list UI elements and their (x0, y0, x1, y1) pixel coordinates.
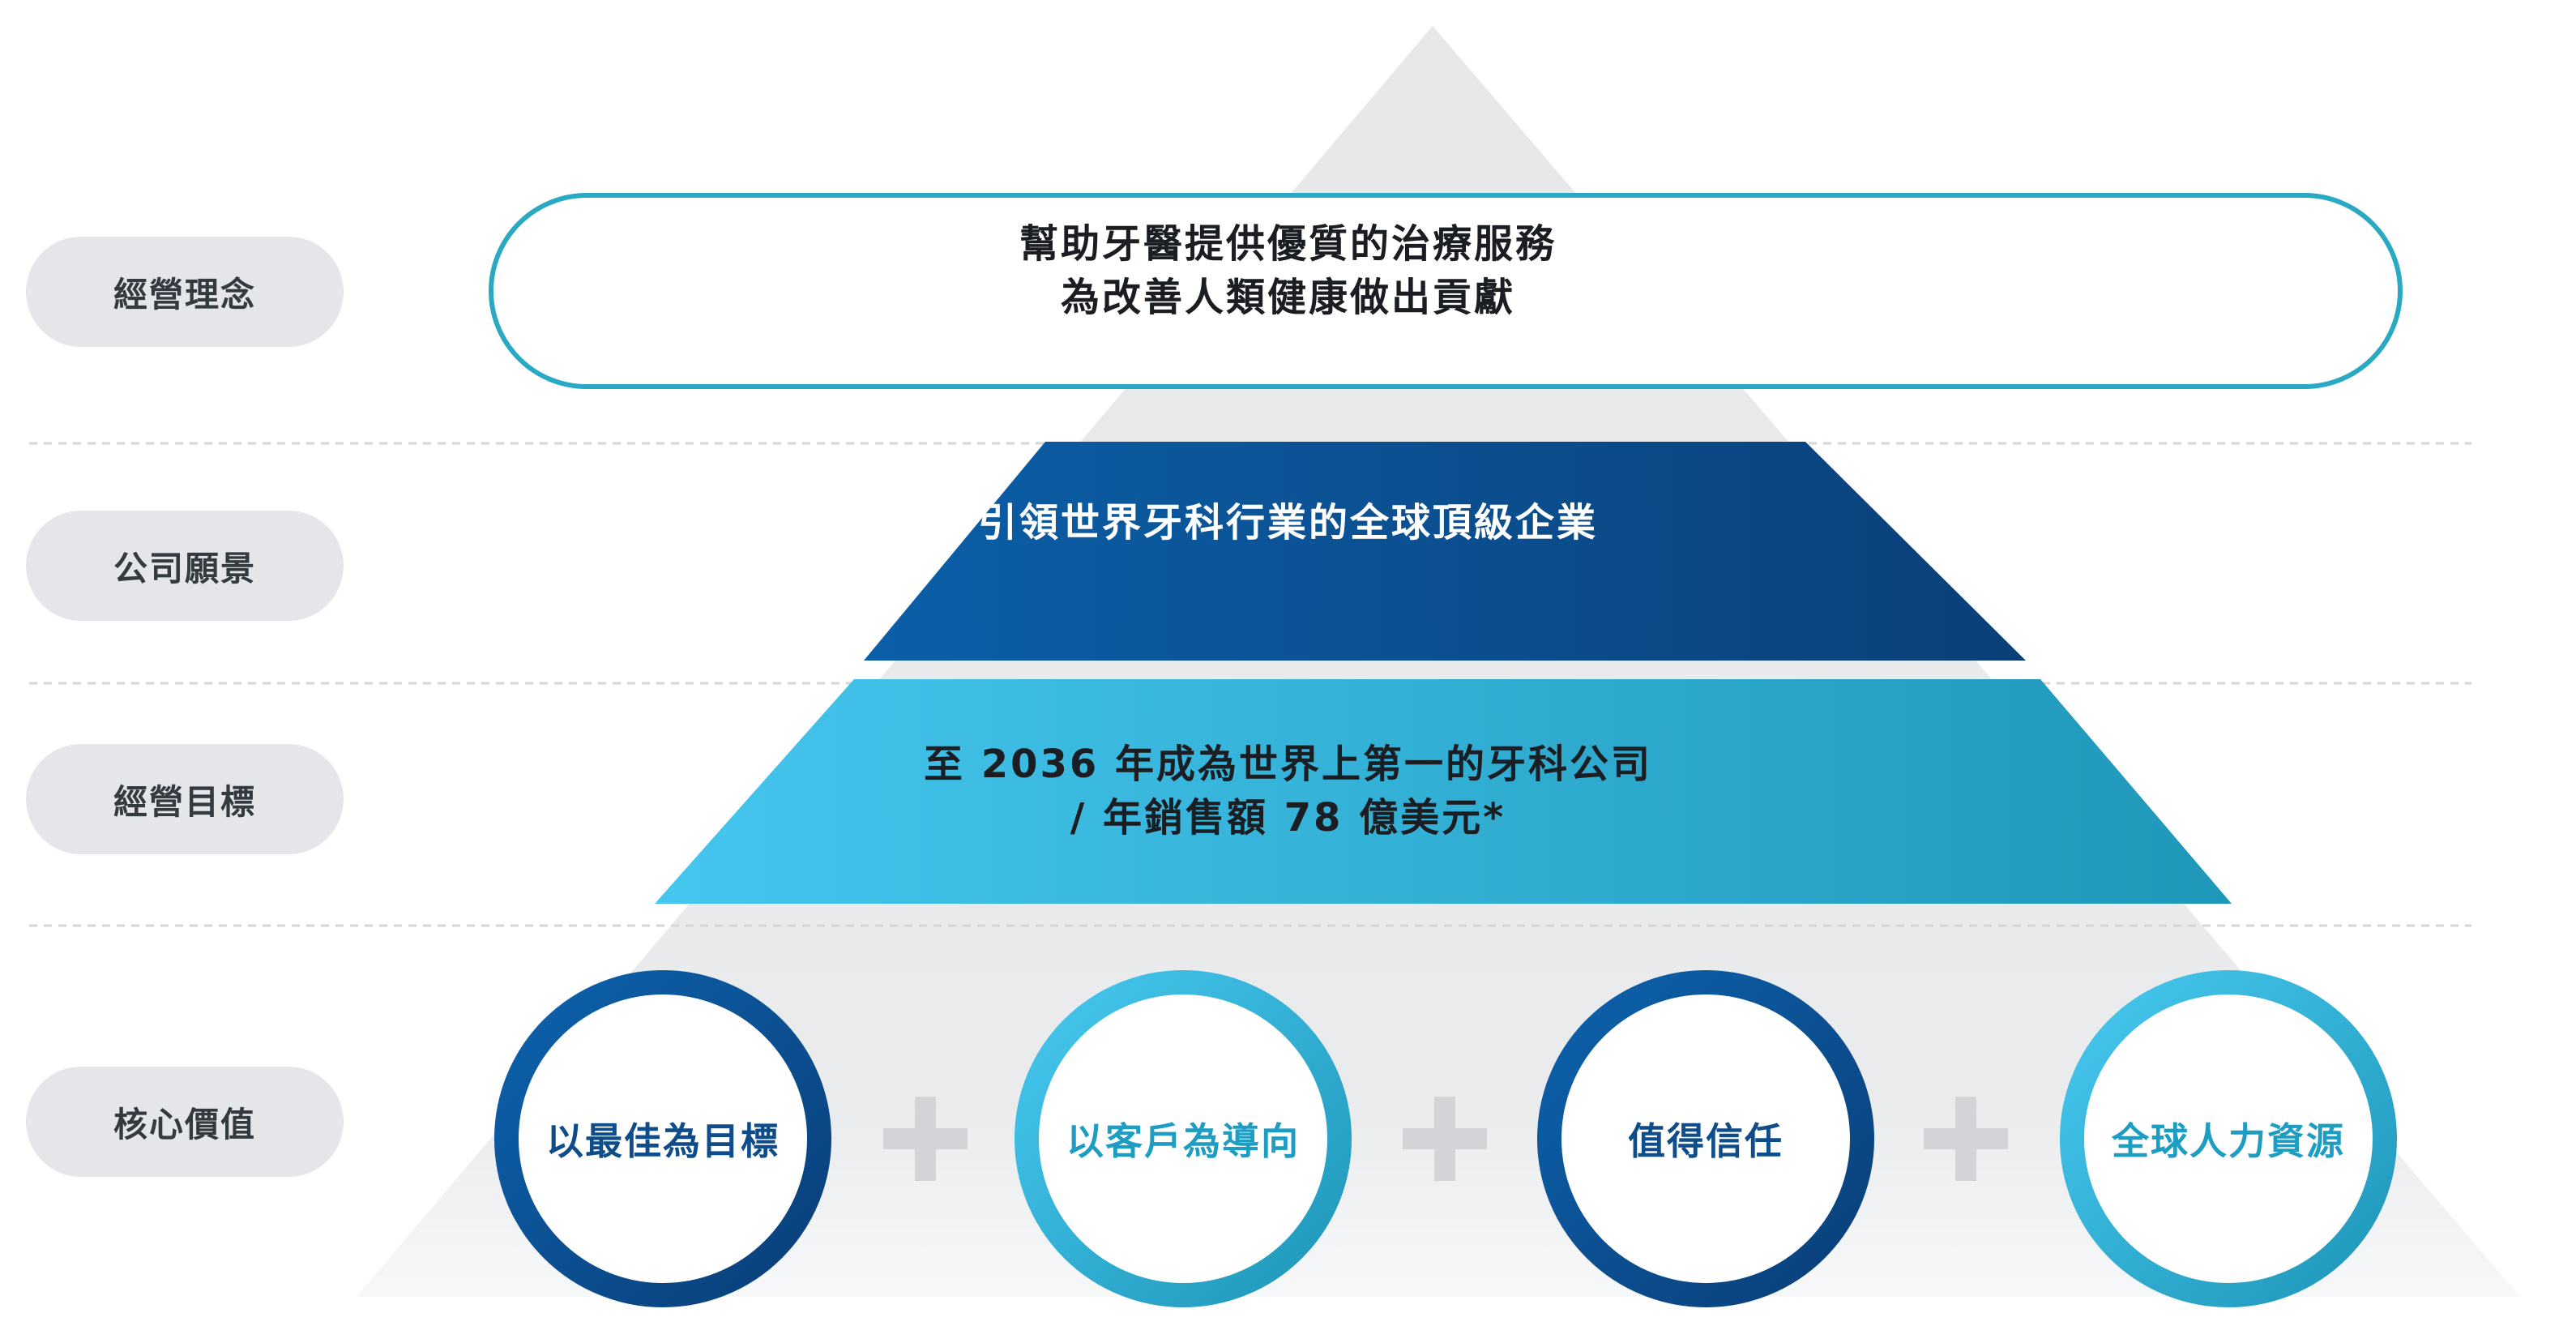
value-ring-1 (494, 970, 831, 1307)
value-label-2: 以客戶為導向 (1066, 1119, 1300, 1163)
philosophy-line-2: 為改善人類健康做出貢獻 (1060, 275, 1515, 320)
label-vision: 公司願景 (26, 511, 344, 621)
philosophy-capsule (489, 193, 2403, 389)
philosophy-text: 幫助牙醫提供優質的治療服務 為改善人類健康做出貢獻 (0, 217, 2576, 324)
background-pyramid (357, 26, 2520, 1297)
goal-line-2: / 年銷售額 78 億美元* (1070, 795, 1506, 840)
goal-tier (655, 679, 2232, 904)
vision-text: 引領世界牙科行業的全球頂級企業 (0, 496, 2576, 550)
label-goal: 經營目標 (26, 744, 344, 854)
vision-line: 引領世界牙科行業的全球頂級企業 (977, 500, 1598, 545)
philosophy-line-1: 幫助牙醫提供優質的治療服務 (1019, 221, 1557, 267)
label-philosophy: 經營理念 (26, 237, 344, 347)
goal-text: 至 2036 年成為世界上第一的牙科公司 / 年銷售額 78 億美元* (0, 738, 2576, 845)
plus-icon-2 (1403, 1097, 1487, 1181)
goal-line-1: 至 2036 年成為世界上第一的牙科公司 (923, 742, 1653, 787)
value-label-3: 值得信任 (1628, 1119, 1784, 1163)
value-ring-2 (1015, 970, 1352, 1307)
vision-tier (864, 442, 2026, 661)
plus-icon-3 (1924, 1097, 2008, 1181)
label-values: 核心價值 (26, 1067, 344, 1177)
value-label-1: 以最佳為目標 (546, 1119, 780, 1163)
value-label-4: 全球人力資源 (2112, 1119, 2345, 1163)
value-ring-4 (2060, 970, 2397, 1307)
value-ring-3 (1537, 970, 1874, 1307)
plus-icon-1 (883, 1097, 968, 1181)
